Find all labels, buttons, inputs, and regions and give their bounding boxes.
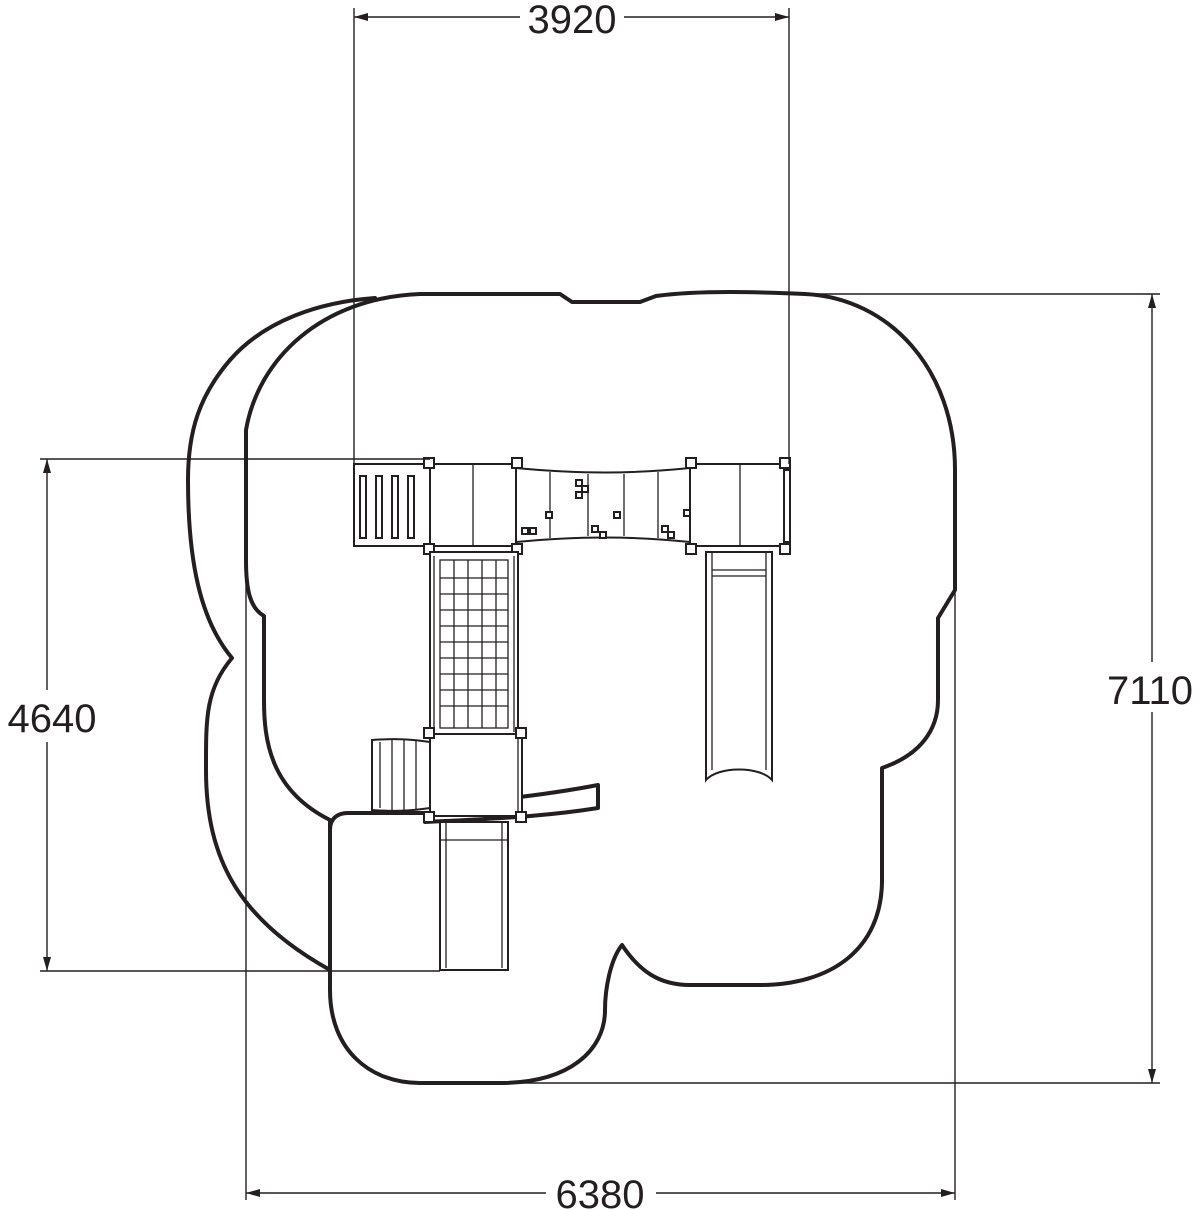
- small-slide: [439, 821, 509, 971]
- lower-platform: [423, 727, 527, 823]
- ladder-steps: [353, 463, 431, 547]
- dimension-bottom-width: 6380: [556, 1173, 645, 1210]
- dimension-left-height: 4640: [8, 697, 97, 741]
- posts: [423, 457, 791, 555]
- dimension-right-height: 7110: [1107, 669, 1193, 713]
- dimension-lines: [40, 8, 1160, 1200]
- curved-stairs: [371, 738, 431, 812]
- safety-zone-outlines: [186, 290, 957, 1085]
- safety-zone-main: [244, 290, 957, 1085]
- safety-zone-slide-exit: [328, 811, 442, 972]
- climbing-net: [429, 551, 519, 735]
- dimension-top-width: 3920: [528, 0, 617, 42]
- safety-zone-outer-left: [186, 296, 377, 972]
- large-slide: [705, 551, 773, 783]
- bridge-panels: [515, 466, 691, 544]
- play-structure: [353, 457, 791, 971]
